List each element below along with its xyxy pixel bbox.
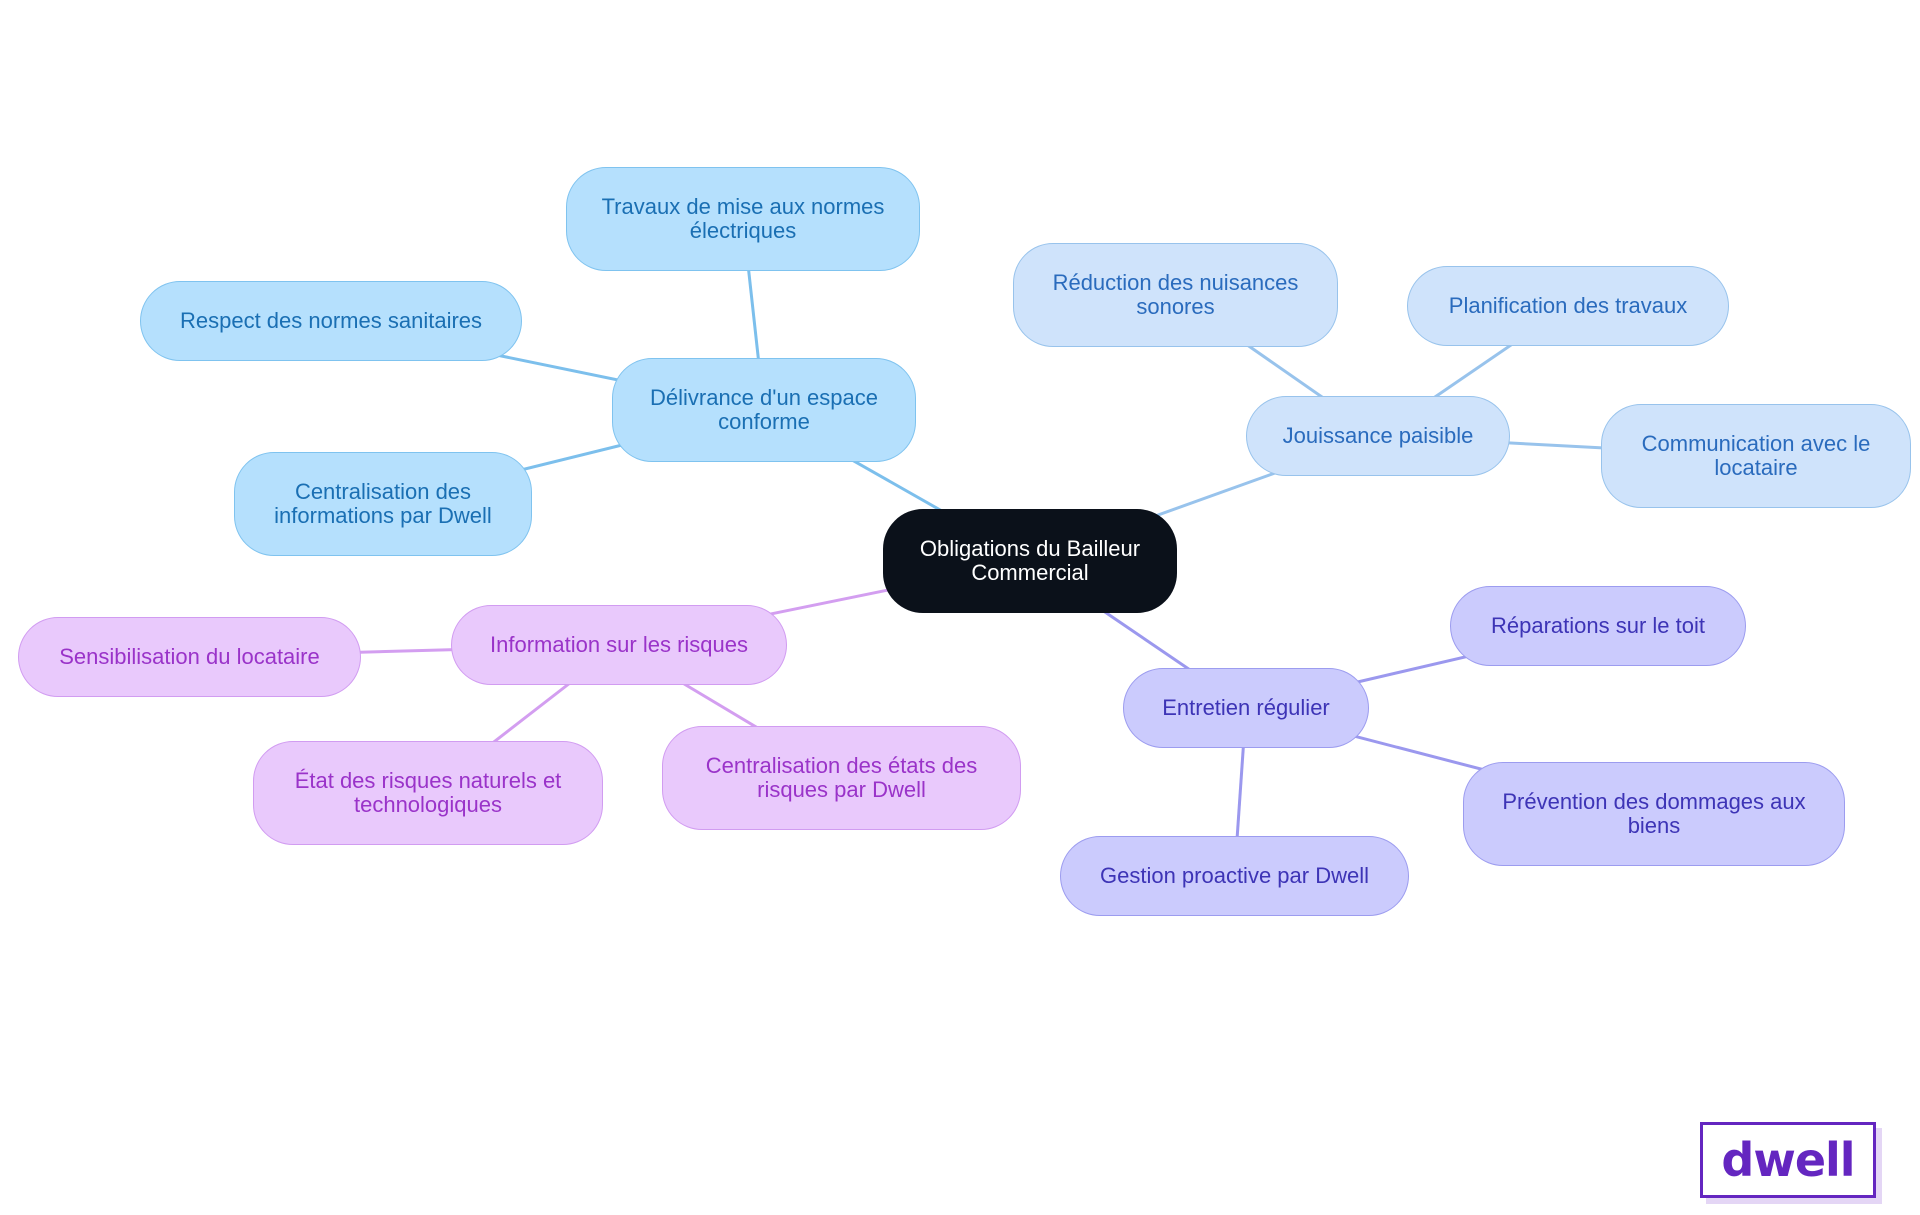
node-label-line: locataire: [1714, 455, 1798, 480]
node-sensib: Sensibilisation du locataire: [18, 617, 361, 697]
node-label-line: Respect des normes sanitaires: [179, 308, 483, 333]
logo-text: dwell: [1721, 1133, 1855, 1187]
node-label-line: État des risques naturels et: [294, 768, 562, 793]
node-label-line: Sensibilisation du locataire: [59, 644, 320, 669]
node-jouissance: Jouissance paisible: [1246, 396, 1510, 476]
node-label-line: Gestion proactive par Dwell: [1099, 863, 1369, 888]
node-label-line: technologiques: [353, 792, 502, 817]
node-label-line: Centralisation des états des: [705, 753, 978, 778]
node-label-line: biens: [1627, 813, 1681, 838]
node-label-line: conforme: [718, 409, 810, 434]
node-label-line: sonores: [1136, 294, 1215, 319]
node-label-line: Délivrance d'un espace: [649, 385, 878, 410]
node-sanitaires: Respect des normes sanitaires: [140, 281, 522, 361]
node-label-line: Information sur les risques: [490, 632, 748, 657]
node-label-line: Commercial: [971, 560, 1089, 585]
node-label-line: électriques: [689, 218, 797, 243]
node-label-line: Travaux de mise aux normes: [601, 194, 885, 219]
node-planif: Planification des travaux: [1407, 266, 1729, 346]
node-label-line: Jouissance paisible: [1282, 423, 1474, 448]
node-label-line: risques par Dwell: [757, 777, 926, 802]
node-label-line: Planification des travaux: [1448, 293, 1688, 318]
node-label-line: Prévention des dommages aux: [1502, 789, 1806, 814]
node-label-line: Communication avec le: [1641, 431, 1871, 456]
node-entretien: Entretien régulier: [1123, 668, 1369, 748]
node-risques: Information sur les risques: [451, 605, 787, 685]
node-gestion: Gestion proactive par Dwell: [1060, 836, 1409, 916]
node-label-line: Entretien régulier: [1162, 695, 1330, 720]
node-label-line: informations par Dwell: [274, 503, 492, 528]
node-label-line: Centralisation des: [294, 479, 472, 504]
dwell-logo: dwell: [1700, 1122, 1876, 1198]
node-label-line: Réduction des nuisances: [1052, 270, 1299, 295]
node-toit: Réparations sur le toit: [1450, 586, 1746, 666]
node-label-line: Obligations du Bailleur: [919, 536, 1141, 561]
node-label-line: Réparations sur le toit: [1491, 613, 1705, 638]
